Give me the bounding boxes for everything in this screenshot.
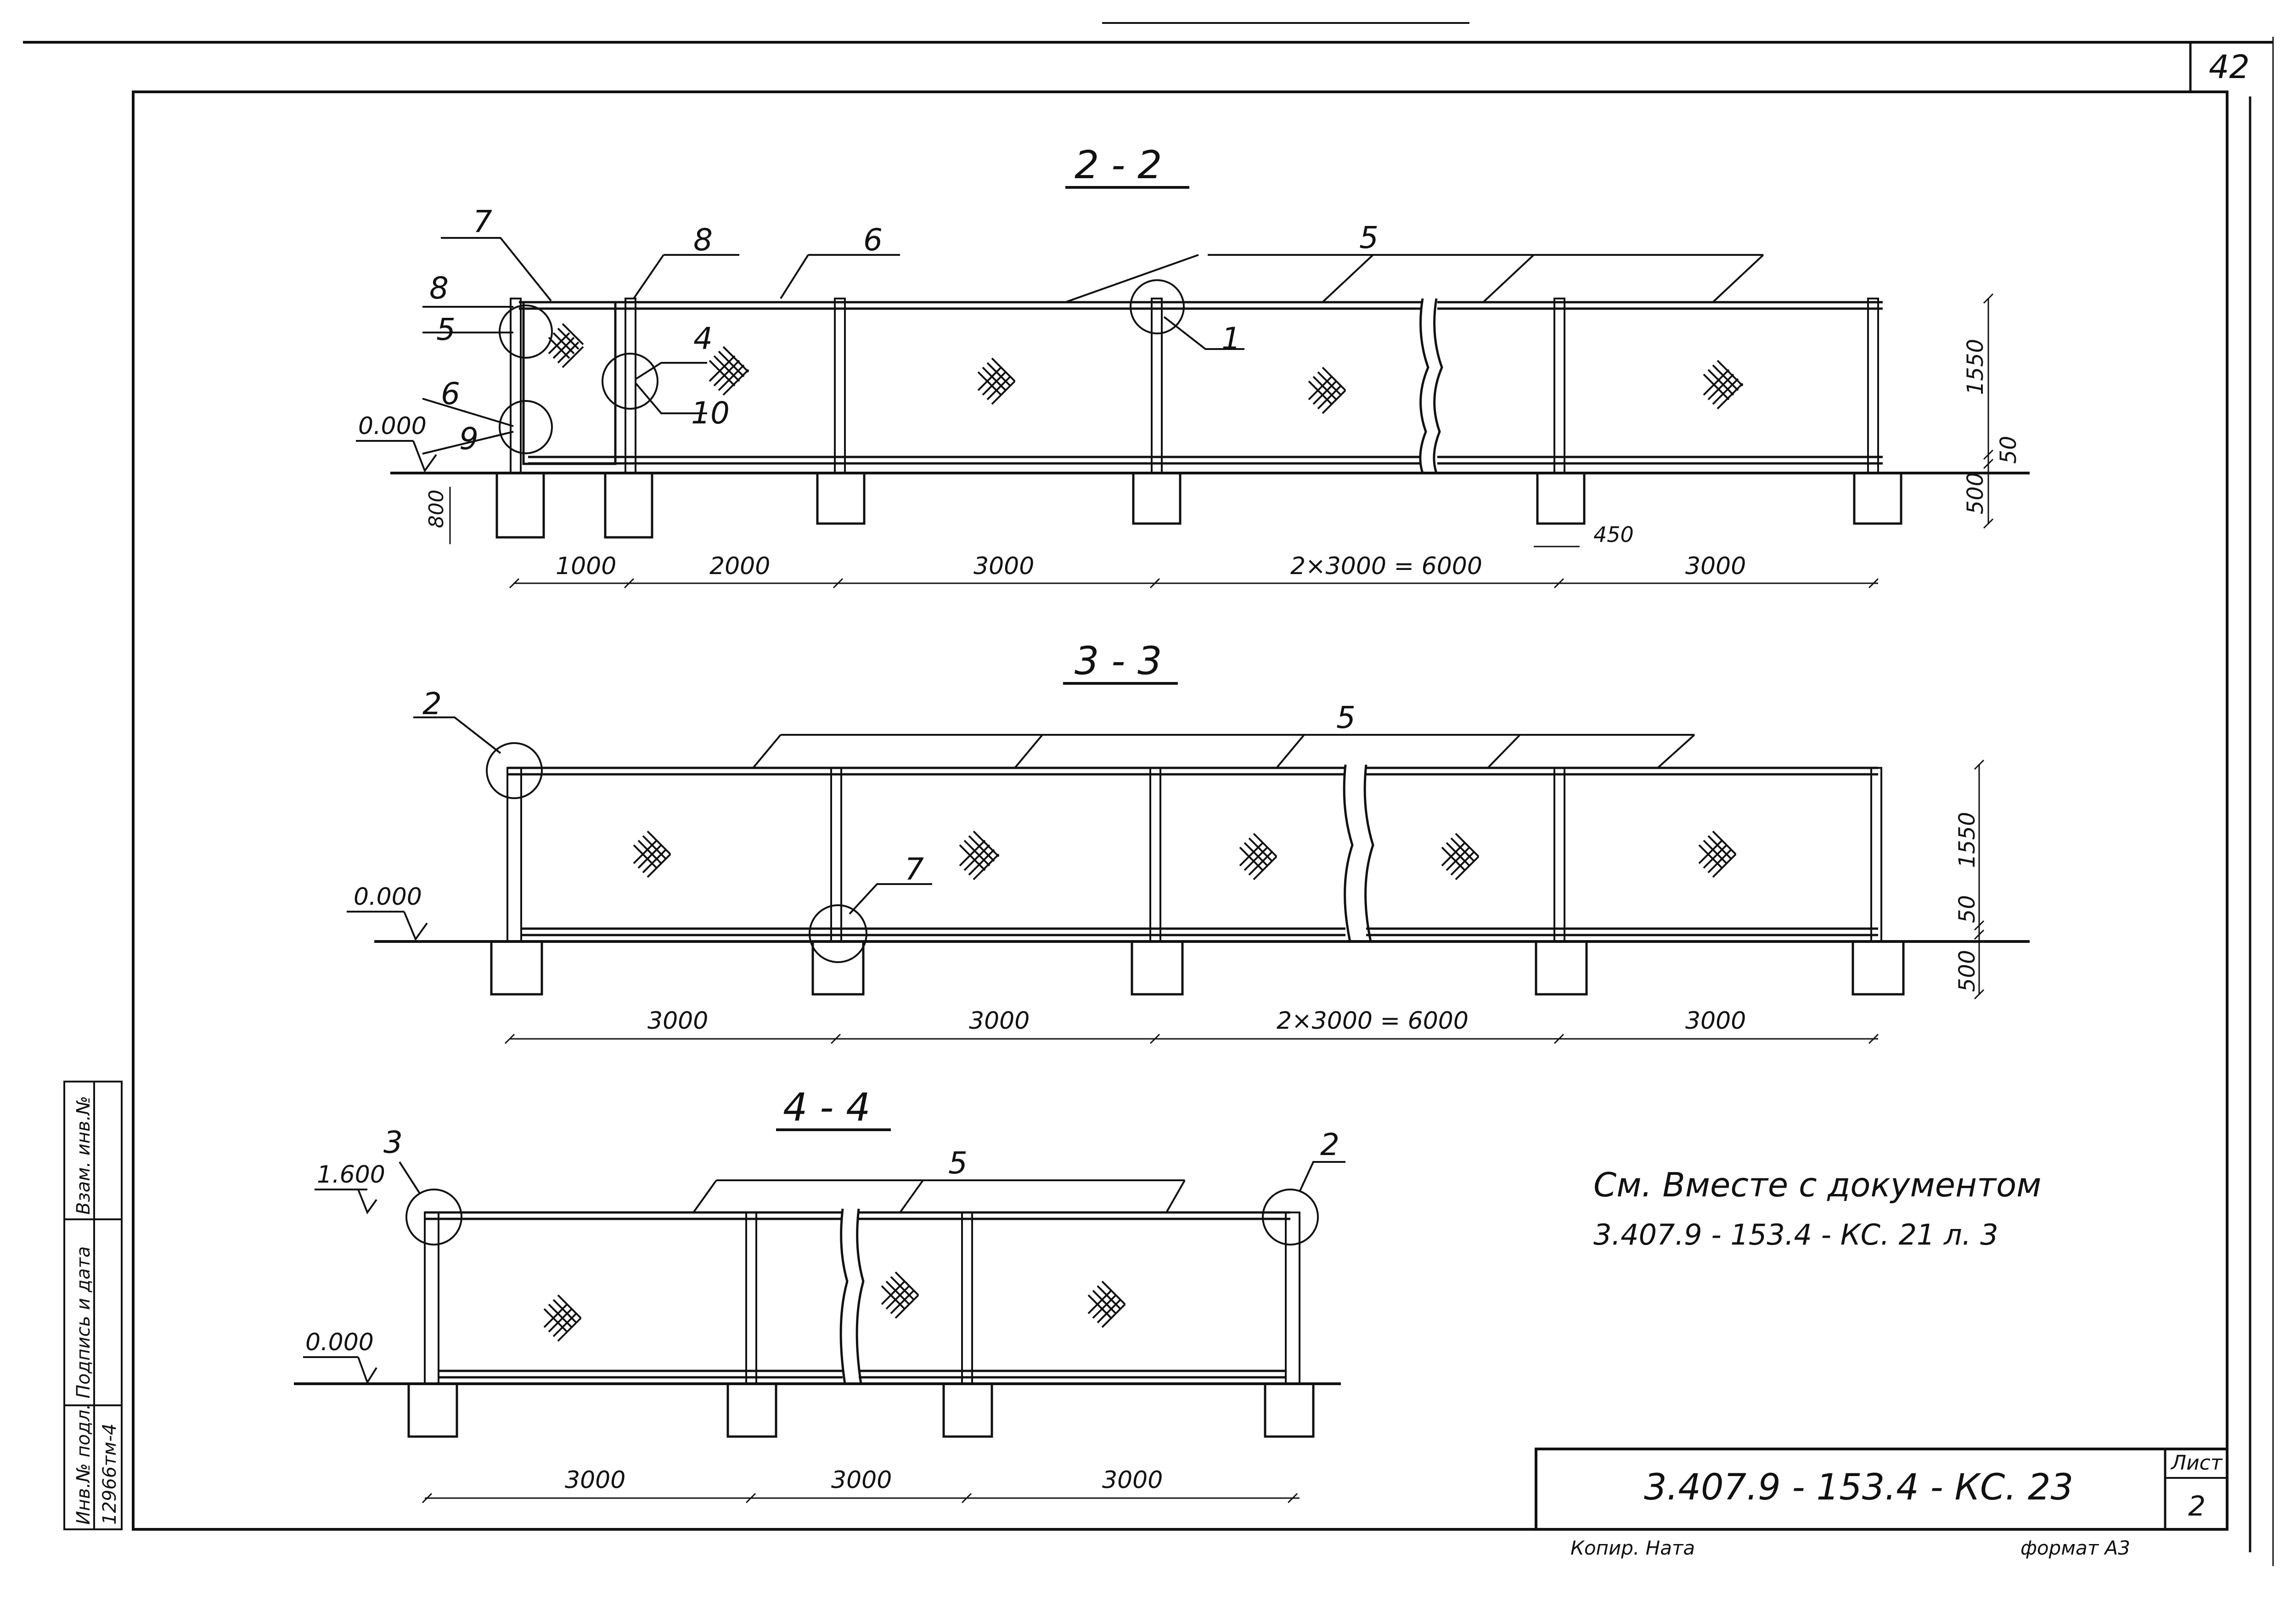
dim-50: 50 — [1954, 895, 1980, 923]
section-3-3-title: 3 - 3 — [1075, 638, 1162, 683]
dim-1550: 1550 — [1963, 339, 1988, 395]
dimension-lines — [504, 759, 1985, 1044]
span-3000-b: 3000 — [1685, 552, 1746, 580]
span-2000: 2000 — [709, 552, 770, 580]
pile-foundations — [495, 472, 1902, 539]
level-mark: 0.000 — [303, 1329, 377, 1385]
section-4-4-title: 4 - 4 — [783, 1085, 871, 1130]
sheet-number: 2 — [2188, 1490, 2206, 1522]
level-1600: 1.600 — [317, 1161, 385, 1189]
callout-7: 7 — [905, 851, 924, 887]
posts — [510, 298, 1879, 474]
span-3000-a: 3000 — [565, 1466, 625, 1494]
mesh-symbols — [548, 323, 1744, 414]
callout-3: 3 — [383, 1125, 403, 1160]
dim-50: 50 — [1996, 436, 2021, 464]
leaders — [399, 1161, 1345, 1213]
callout-5: 5 — [1336, 700, 1356, 735]
stamp-replaced-inv: Взам. инв.№ — [73, 1096, 94, 1215]
reference-note: См. Вместе с документом 3.407.9 - 153.4 … — [1593, 1166, 2041, 1251]
callout-10: 10 — [691, 395, 730, 431]
sheet-corner-number: 42 — [2209, 48, 2250, 86]
callout-8-left: 8 — [429, 271, 449, 306]
level-mark-top: 1.600 — [315, 1161, 385, 1215]
dim-800: 800 — [425, 490, 448, 528]
note-line-1: См. Вместе с документом — [1593, 1166, 2041, 1204]
approval-stamp: Инв.№ подл. Подпись и дата Взам. инв.№ 1… — [63, 1081, 123, 1530]
fence-panels — [425, 1208, 1290, 1384]
section-4-4: 4 - 4 — [294, 1085, 1345, 1504]
callout-8-top: 8 — [693, 222, 713, 258]
callout-1: 1 — [1221, 321, 1241, 356]
level-mark: 0.000 — [347, 883, 428, 941]
callout-2: 2 — [422, 686, 442, 721]
note-line-2: 3.407.9 - 153.4 - КС. 21 л. 3 — [1593, 1218, 1998, 1251]
span-6000: 2×3000 = 6000 — [1277, 1007, 1469, 1035]
span-3000-b: 3000 — [831, 1466, 892, 1494]
detail-circles — [405, 1189, 1319, 1246]
callout-6-left: 6 — [441, 376, 460, 411]
span-3000-b: 3000 — [969, 1007, 1030, 1035]
callout-5: 5 — [948, 1145, 968, 1181]
stamp-inv-original: Инв.№ подл. — [73, 1404, 94, 1525]
level-mark: 0.000 — [356, 412, 437, 473]
dim-1550: 1550 — [1954, 812, 1980, 868]
callout-6-rail: 6 — [863, 222, 883, 258]
span-3000-c: 3000 — [1685, 1007, 1746, 1035]
mesh-symbols — [543, 1271, 1126, 1342]
detail-circles — [486, 742, 867, 963]
mesh-symbols — [633, 830, 1737, 880]
callout-7: 7 — [473, 204, 492, 239]
pile-foundations — [490, 940, 1905, 996]
level-0000: 0.000 — [354, 883, 422, 911]
stamp-signature-date: Подпись и дата — [73, 1246, 94, 1398]
stamp-inv-number: 12966тм-4 — [99, 1423, 120, 1525]
fence-panels — [507, 764, 1878, 942]
dim-500: 500 — [1963, 472, 1988, 514]
posts — [424, 1212, 1300, 1385]
section-2-2-title: 2 - 2 — [1075, 142, 1162, 187]
span-6000: 2×3000 = 6000 — [1290, 552, 1482, 580]
paper-format: формат А3 — [2020, 1537, 2130, 1559]
title-block: 3.407.9 - 153.4 - КС. 23 Лист 2 — [1535, 1448, 2228, 1531]
span-3000-c: 3000 — [1102, 1466, 1163, 1494]
callout-9: 9 — [459, 421, 478, 457]
level-0000: 0.000 — [305, 1329, 374, 1356]
sheet-label: Лист — [2170, 1451, 2223, 1475]
callout-5-mesh: 5 — [1359, 220, 1379, 255]
section-3-3: 3 - 3 — [347, 638, 2030, 1044]
section-2-2: 2 - 2 — [356, 142, 2030, 589]
sheet-frame — [23, 22, 2274, 1566]
span-1000: 1000 — [556, 552, 616, 580]
leaders — [413, 716, 1695, 915]
pile-foundations — [407, 1382, 1315, 1438]
dimension-lines — [422, 1493, 1300, 1504]
span-3000-a: 3000 — [647, 1007, 708, 1035]
callout-5-left: 5 — [436, 312, 456, 347]
span-3000-a: 3000 — [974, 552, 1034, 580]
callout-4: 4 — [693, 321, 713, 356]
level-0000: 0.000 — [358, 412, 427, 440]
fence-panels — [519, 298, 1883, 473]
dimension-lines — [449, 293, 1994, 589]
dim-500: 500 — [1954, 950, 1980, 992]
pile-diameter: 450 — [1593, 522, 1634, 547]
detail-circles — [499, 279, 1185, 454]
document-code: 3.407.9 - 153.4 - КС. 23 — [1644, 1467, 2073, 1508]
copied-by: Копир. Ната — [1570, 1537, 1695, 1559]
callout-2: 2 — [1320, 1127, 1339, 1162]
posts — [506, 767, 1882, 942]
leaders — [422, 237, 1764, 455]
